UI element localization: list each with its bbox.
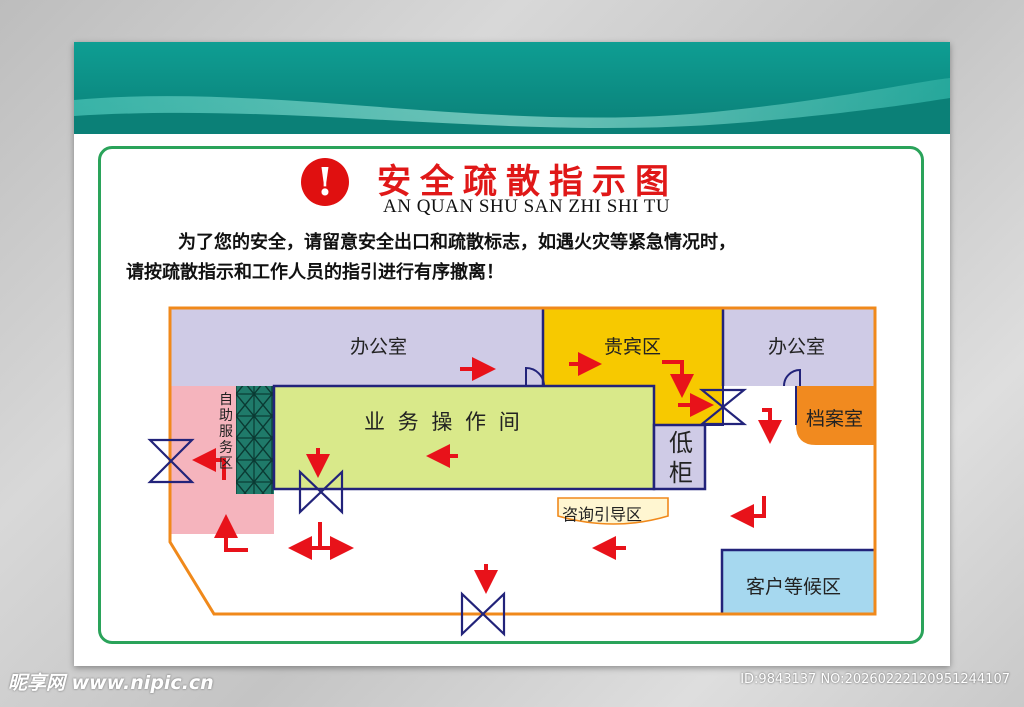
waiting-room [720, 548, 877, 616]
archive-room [796, 386, 875, 445]
hatched-wall [236, 386, 274, 494]
self-service-label: 自 助 服 务 区 [218, 392, 234, 472]
self-service-char: 助 [219, 408, 233, 424]
notice-line-2: 请按疏散指示和工作人员的指引进行有序撤离！ [126, 262, 504, 283]
watermark-id: ID:9843137 NO:20260222120951244107 [740, 672, 1010, 687]
title-pinyin: AN QUAN SHU SAN ZHI SHI TU [383, 196, 671, 217]
notice-line-1: 为了您的安全，请留意安全出口和疏散标志，如遇火灾等紧急情况时， [178, 232, 736, 253]
self-service-char: 务 [219, 440, 233, 456]
safety-notice: 为了您的安全，请留意安全出口和疏散标志，如遇火灾等紧急情况时， 请按疏散指示和工… [126, 228, 916, 288]
office-right-label: 办公室 [768, 336, 826, 358]
exit-door-icon [147, 388, 748, 637]
office-left-label: 办公室 [350, 336, 408, 358]
self-service-char: 区 [219, 456, 233, 472]
archive-room-label: 档案室 [806, 408, 864, 430]
vip-area-label: 贵宾区 [604, 336, 662, 358]
operation-room-label: 业 务 操 作 间 [364, 410, 523, 434]
low-counter-char: 柜 [669, 459, 693, 487]
consult-area [557, 497, 669, 525]
low-counter-label: 低 柜 [668, 428, 694, 488]
floor-plan [147, 306, 877, 637]
consult-area-label: 咨询引导区 [562, 505, 643, 524]
evacuation-arrow-icon [192, 352, 782, 594]
content-frame [98, 146, 924, 644]
self-service-char: 服 [219, 424, 233, 440]
building-outline [168, 306, 877, 616]
exclamation-icon: ! [301, 158, 349, 206]
low-counter [652, 423, 707, 491]
title-row: ! 安全疏散指示图 AN QUAN SHU SAN ZHI SHI TU [301, 154, 781, 218]
watermark-site: 昵享网 www.nipic.cn [8, 672, 214, 694]
self-service-char: 自 [219, 392, 233, 408]
teal-banner [74, 42, 950, 134]
waiting-area-label: 客户等候区 [746, 576, 842, 598]
low-counter-char: 低 [669, 429, 693, 457]
operation-room [272, 384, 656, 491]
title-chinese: 安全疏散指示图 [377, 162, 678, 202]
evacuation-board: ! 安全疏散指示图 AN QUAN SHU SAN ZHI SHI TU 为了您… [74, 42, 950, 666]
